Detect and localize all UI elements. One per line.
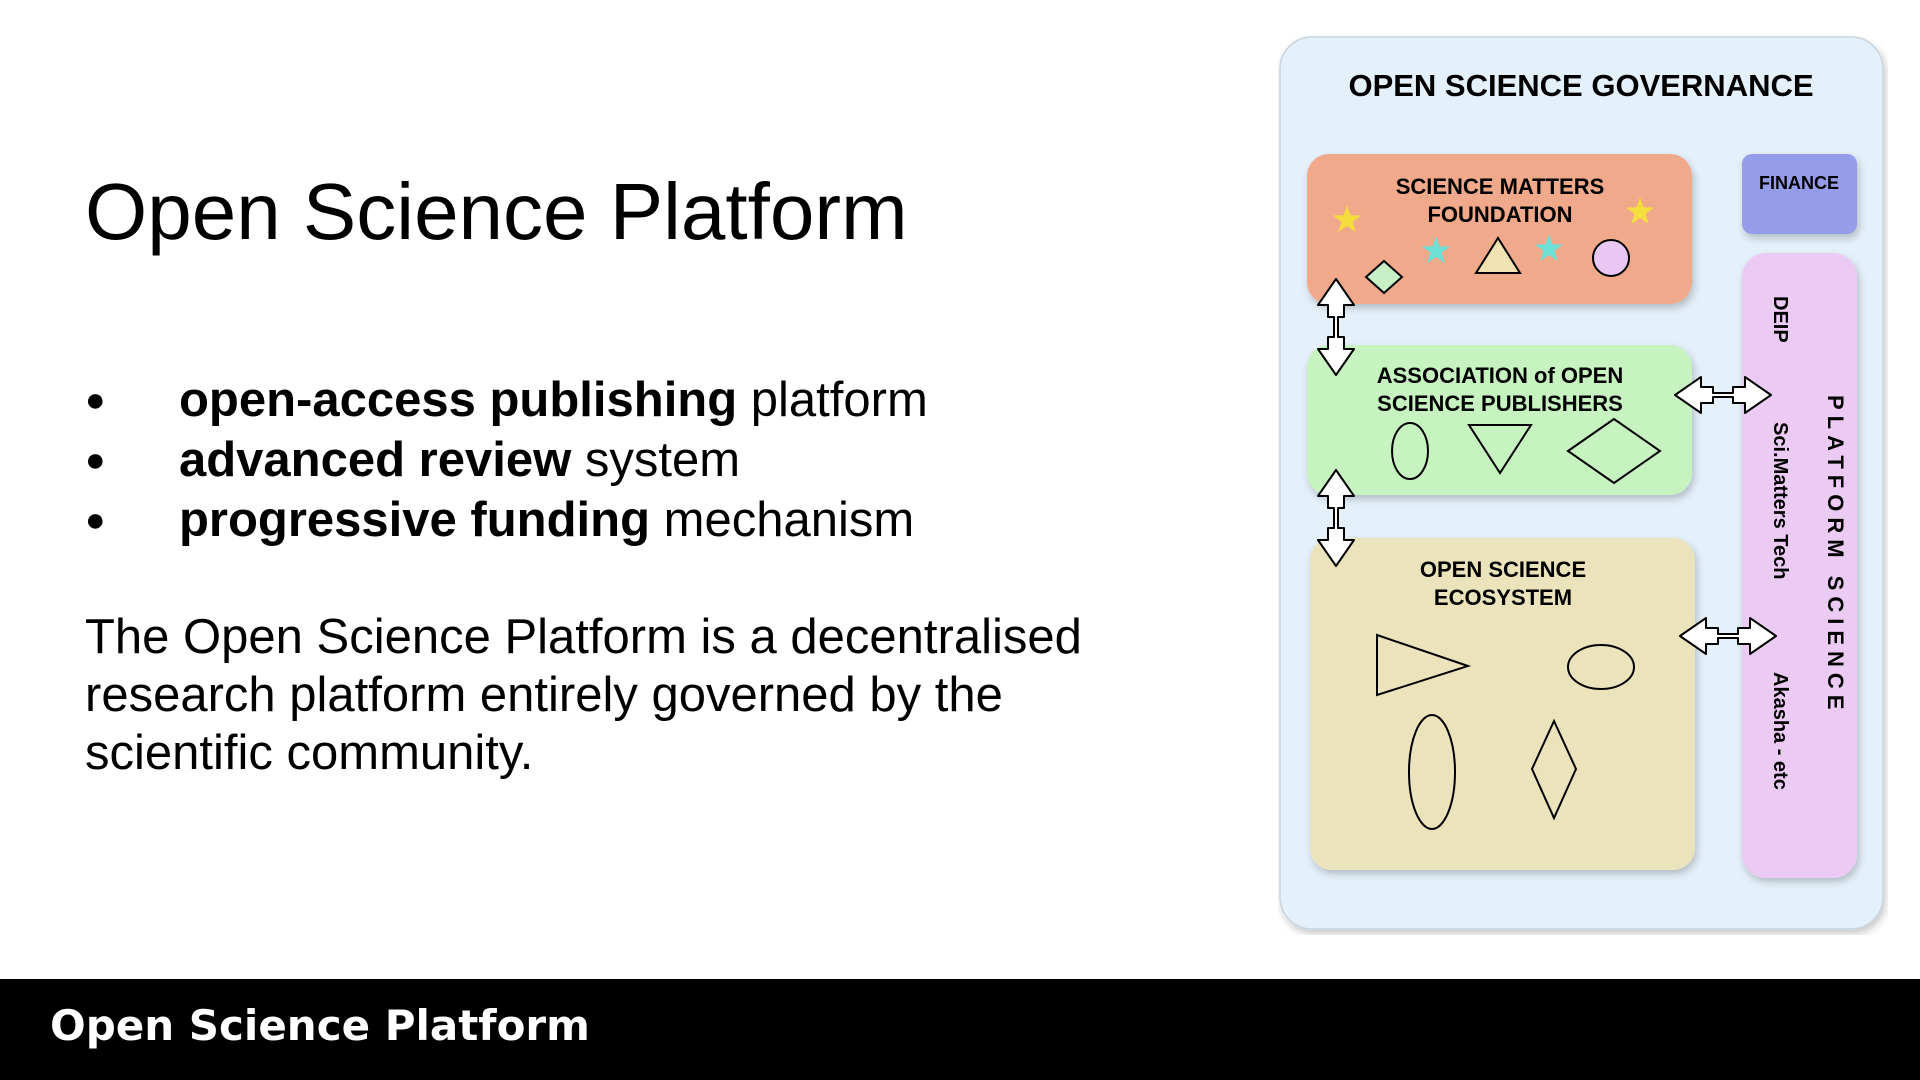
- association-box: [1307, 345, 1692, 495]
- footer-bar: Open Science Platform: [0, 979, 1920, 1080]
- bullet-text: platform: [737, 373, 928, 427]
- ellipse-icon: [1567, 644, 1635, 690]
- ecosystem-box: [1310, 538, 1695, 870]
- association-label-line1: ASSOCIATION of OPEN: [1377, 363, 1624, 388]
- inverted-triangle-icon: [1467, 424, 1533, 475]
- diamond-icon: [1364, 259, 1404, 295]
- governance-diagram: OPEN SCIENCE GOVERNANCE SCIENCE MATTERS …: [1279, 36, 1884, 930]
- list-item: ● open-access publishing platform: [85, 370, 928, 430]
- feature-list: ● open-access publishing platform ● advanc…: [85, 370, 928, 550]
- finance-label: FINANCE: [1759, 173, 1839, 193]
- finance-box: [1742, 154, 1857, 234]
- bullet-text: system: [571, 433, 741, 487]
- circle-icon: [1592, 239, 1630, 277]
- platform-item-deip: DEIP: [1769, 296, 1791, 343]
- foundation-label-line2: FOUNDATION: [1427, 202, 1572, 227]
- list-item: ● progressive funding mechanism: [85, 490, 928, 550]
- triangle-icon: [1474, 236, 1522, 274]
- governance-title: OPEN SCIENCE GOVERNANCE: [1348, 68, 1813, 103]
- tall-ellipse-icon: [1408, 714, 1456, 830]
- platform-science-label: PLATFORM SCIENCE: [1823, 395, 1848, 715]
- ecosystem-label-line2: ECOSYSTEM: [1434, 585, 1572, 610]
- platform-item-akasha: Akasha - etc: [1769, 672, 1791, 790]
- bullet-text: mechanism: [650, 493, 915, 547]
- bullet-bold-text: progressive funding: [179, 493, 651, 547]
- diamond-icon: [1530, 718, 1578, 821]
- slide-title: Open Science Platform: [85, 167, 908, 256]
- footer-title: Open Science Platform: [50, 1001, 590, 1050]
- association-label-line2: SCIENCE PUBLISHERS: [1377, 391, 1623, 416]
- bullet-bold-text: advanced review: [179, 433, 572, 487]
- bullet-icon: ●: [85, 501, 106, 539]
- bullet-bold-text: open-access publishing: [179, 373, 738, 427]
- ellipse-icon: [1391, 422, 1429, 480]
- platform-item-scimatters: Sci.Matters Tech: [1769, 422, 1791, 579]
- foundation-label-line1: SCIENCE MATTERS: [1396, 174, 1605, 199]
- ecosystem-label-line1: OPEN SCIENCE: [1420, 557, 1586, 582]
- bullet-icon: ●: [85, 441, 106, 479]
- bullet-icon: ●: [85, 381, 106, 419]
- list-item: ● advanced review system: [85, 430, 928, 490]
- triangle-icon: [1376, 633, 1472, 697]
- platform-science-box: [1742, 253, 1857, 878]
- description-paragraph: The Open Science Platform is a decentral…: [85, 610, 1082, 780]
- diamond-icon: [1566, 417, 1662, 485]
